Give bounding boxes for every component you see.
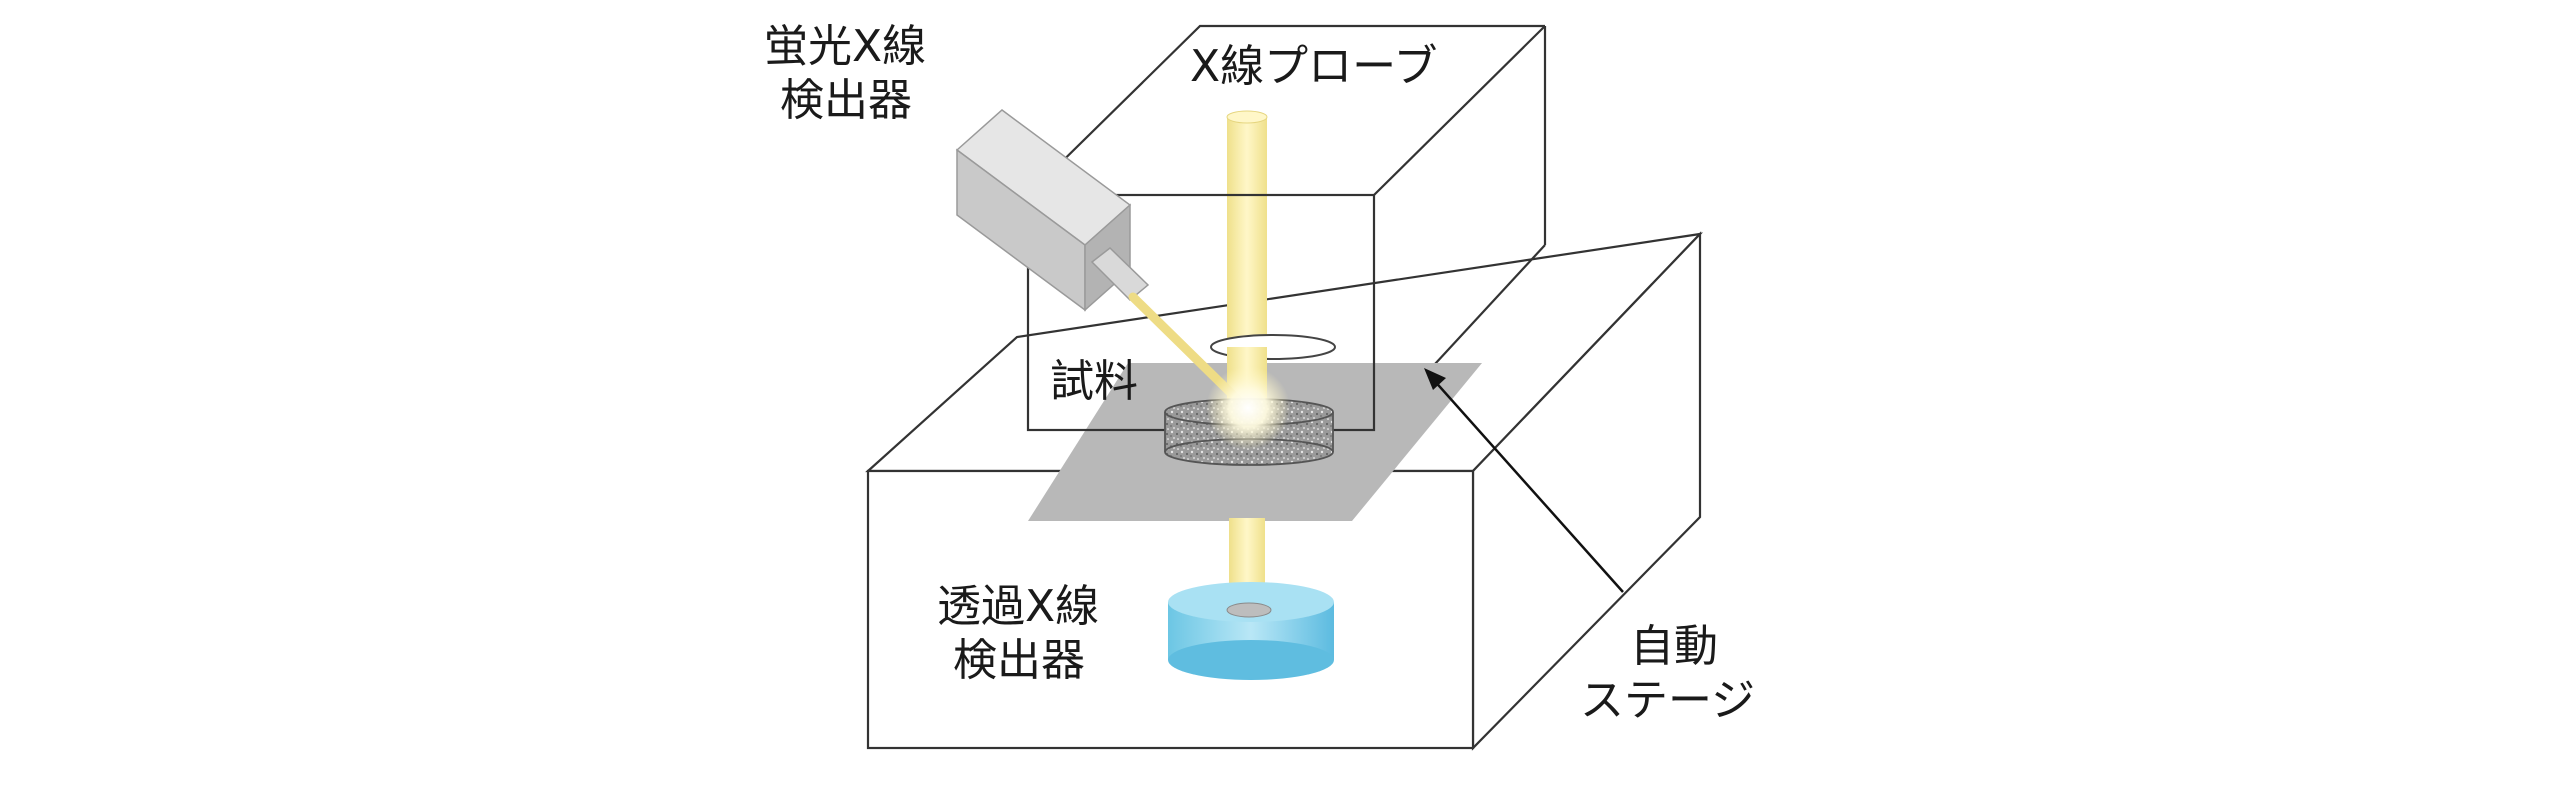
label-xray-probe: X線プローブ — [1190, 41, 1438, 92]
trans-detector-window — [1226, 602, 1272, 618]
sample — [1164, 366, 1334, 466]
label-fluorescence-detector: 蛍光X線 検出器 — [764, 20, 926, 128]
probe-box-back-top — [1027, 24, 1545, 196]
xray-beam-top-cap — [1226, 110, 1268, 124]
stage-pointer-arrow — [1424, 368, 1624, 593]
label-transmission-detector: 透過X線 検出器 — [937, 580, 1099, 688]
label-auto-stage: 自動 ステージ — [1580, 620, 1755, 728]
label-fluorescence-detector-line2: 検出器 — [780, 75, 912, 126]
label-transmission-detector-line1: 透過X線 — [937, 581, 1100, 632]
label-fluorescence-detector-line1: 蛍光X線 — [764, 21, 927, 72]
trans-detector-top — [1168, 582, 1334, 622]
trans-detector-bottom — [1168, 640, 1334, 680]
label-sample: 試料 — [1050, 356, 1138, 407]
probe-box-top-front-right — [1373, 25, 1546, 196]
fluor-detector-nozzle — [1090, 247, 1150, 302]
beam-spot-glow — [1206, 366, 1290, 450]
label-transmission-detector-line2: 検出器 — [953, 635, 1085, 686]
transmission-detector — [1168, 582, 1334, 680]
label-auto-stage-line1: 自動 — [1630, 621, 1718, 672]
label-auto-stage-line2: ステージ — [1580, 675, 1756, 726]
